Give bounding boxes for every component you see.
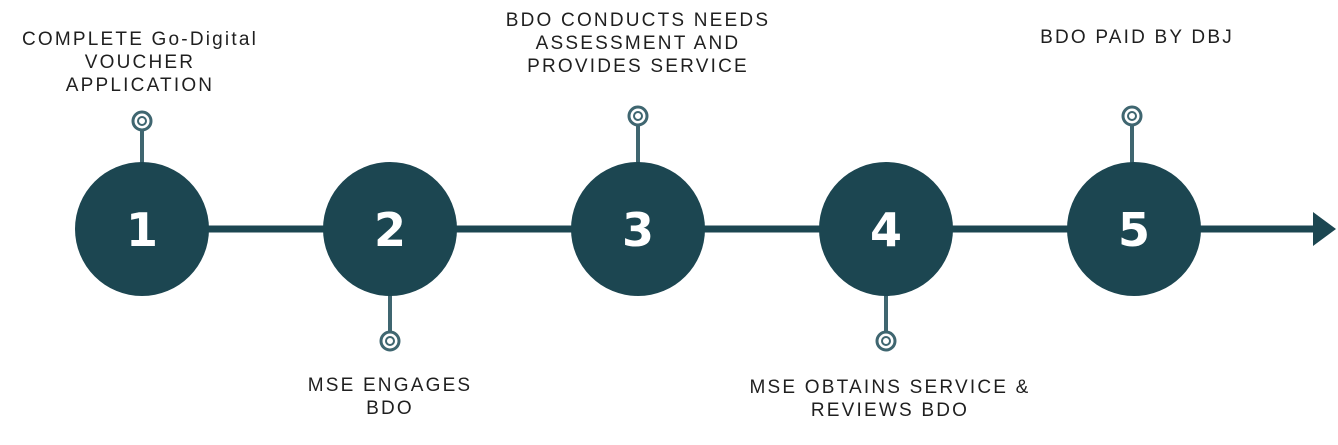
step-1-pin-center bbox=[137, 116, 147, 126]
step-4-label-line-2: REVIEWS BDO bbox=[810, 400, 970, 421]
step-3-pin-center bbox=[633, 111, 643, 121]
step-3-label-line-2: ASSESSMENT AND bbox=[535, 33, 741, 54]
step-3-circle bbox=[571, 162, 705, 296]
step-5-label: BDO PAID BY DBJ bbox=[977, 26, 1297, 49]
step-2-circle bbox=[323, 162, 457, 296]
step-2-label: MSE ENGAGES BDO bbox=[230, 374, 550, 420]
step-2-number: 2 bbox=[374, 203, 406, 257]
step-1-number: 1 bbox=[126, 203, 158, 257]
step-2-label-line-2: BDO bbox=[366, 398, 414, 419]
step-2-pin-center bbox=[385, 336, 395, 346]
step-5-number: 5 bbox=[1118, 203, 1150, 257]
step-4-pin-center bbox=[881, 336, 891, 346]
step-4-circle bbox=[819, 162, 953, 296]
step-2-label-line-1: MSE ENGAGES bbox=[307, 375, 473, 396]
step-1-label-line-2: VOUCHER bbox=[84, 52, 196, 73]
step-3-number: 3 bbox=[622, 203, 654, 257]
step-4-number: 4 bbox=[870, 203, 902, 257]
step-3-label-line-3: PROVIDES SERVICE bbox=[527, 56, 749, 77]
step-5-circle bbox=[1067, 162, 1201, 296]
step-1-label: COMPLETE Go-Digital VOUCHER APPLICATION bbox=[0, 28, 300, 97]
timeline-arrowhead bbox=[1313, 212, 1336, 246]
step-1-circle bbox=[75, 162, 209, 296]
step-4-label-line-1: MSE OBTAINS SERVICE & bbox=[749, 377, 1031, 398]
step-5-pin-center bbox=[1127, 111, 1137, 121]
step-3-label: BDO CONDUCTS NEEDS ASSESSMENT AND PROVID… bbox=[478, 9, 798, 78]
step-3-label-line-1: BDO CONDUCTS NEEDS bbox=[505, 10, 771, 31]
step-4-label: MSE OBTAINS SERVICE & REVIEWS BDO bbox=[720, 376, 1060, 422]
step-1-label-line-1: COMPLETE Go-Digital bbox=[21, 29, 259, 50]
step-1-label-line-3: APPLICATION bbox=[65, 75, 215, 96]
step-5-label-line-1: BDO PAID BY DBJ bbox=[1040, 27, 1234, 48]
